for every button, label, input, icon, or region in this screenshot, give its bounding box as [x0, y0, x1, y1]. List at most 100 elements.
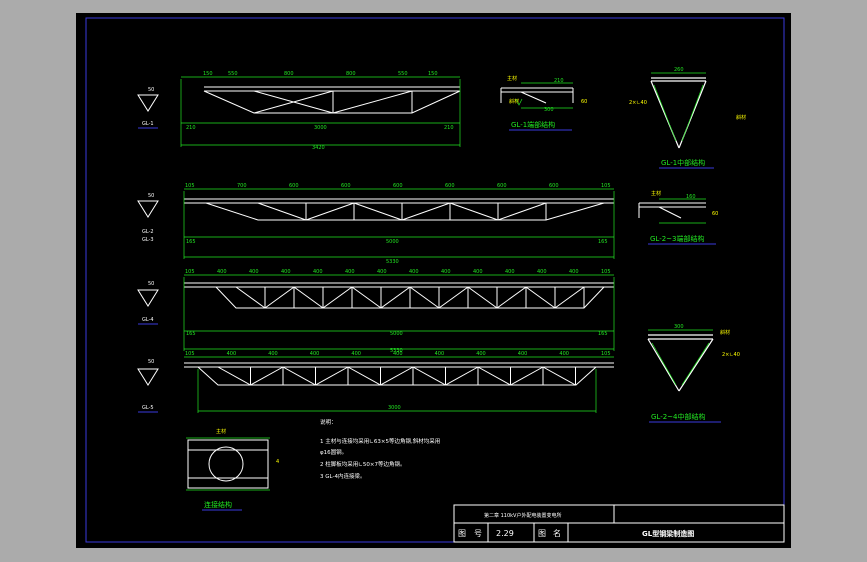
svg-text:300: 300 [674, 324, 684, 330]
gl2-dim-overall: 5330 [386, 259, 399, 265]
truss-gl5: 3000 [184, 356, 614, 413]
gl1-dim-top-4: 550 [398, 71, 408, 77]
truss-gl1-web [253, 90, 413, 114]
detail-gl1-end: 主材 210 300 斜材 60 GL-1端部结构 [500, 75, 587, 131]
top-dimension-label: 400 [473, 269, 483, 275]
top-dimension-label: 105 [601, 269, 611, 275]
svg-text:图: 图 [538, 529, 546, 538]
svg-text:名: 名 [553, 528, 561, 538]
top-dimension-label: 105 [185, 269, 195, 275]
top-dimension-label: 400 [217, 269, 227, 275]
gl1-dim-top-0: 150 [203, 71, 213, 77]
svg-text:2×∟40: 2×∟40 [722, 352, 740, 358]
detail-gl23-end: 主材 160 60 GL-2~3端部结构 [638, 190, 718, 245]
truss-web-member [250, 366, 284, 386]
top-dimension-label: 400 [441, 269, 451, 275]
top-dimension-label: 600 [289, 183, 299, 189]
truss-web-member [347, 366, 381, 386]
top-dimension-label: 400 [505, 269, 515, 275]
top-dimension-label: 400 [310, 351, 320, 357]
truss-web-member [235, 286, 266, 309]
section-mark-gl1: 50 GL-1 [137, 87, 159, 129]
truss-web-member [438, 286, 469, 309]
top-dimension-label: 600 [341, 183, 351, 189]
truss-web-member [305, 202, 355, 221]
top-dimension-label: 400 [268, 351, 278, 357]
truss-web-member [467, 286, 498, 309]
detail-gl24-mid-title: GL-2~4中部结构 [651, 412, 706, 421]
note-line-3: 2 柱脚板均采用∟50×7等边角钢。 [320, 460, 405, 468]
truss-web-member [497, 202, 547, 221]
gl2-dim-bot-mid: 5000 [386, 239, 399, 245]
top-dimension-label: 400 [281, 269, 291, 275]
svg-text:斜材: 斜材 [720, 329, 730, 336]
truss-gl2: 165 5000 165 5330 [183, 188, 615, 265]
fig-number: 2.29 [496, 529, 514, 538]
note-line-4: 3 GL-4内连接梁。 [320, 472, 365, 480]
title-block: 第二章 110kV户外配电装置变电所 图 号 2.29 图 名 GL型钢梁制造图 [453, 504, 785, 543]
gl4-dim-bot-left: 165 [186, 331, 196, 337]
top-dimension-label: 105 [601, 183, 611, 189]
truss-gl5-web [217, 366, 576, 386]
svg-text:60: 60 [581, 99, 587, 105]
top-dimension-label: 600 [497, 183, 507, 189]
truss-web-member [217, 366, 251, 386]
top-dimension-label: 105 [601, 351, 611, 357]
top-dimension-label: 400 [569, 269, 579, 275]
drawing-canvas: 150 550 800 800 550 150 210 3000 210 342… [85, 17, 785, 543]
top-dimension-label: 400 [559, 351, 569, 357]
truss-web-member [293, 286, 324, 309]
top-dimension-label: 400 [351, 351, 361, 357]
gl1-dim-top-2: 800 [284, 71, 294, 77]
svg-text:斜材: 斜材 [509, 98, 519, 105]
top-dimension-label: 400 [393, 351, 403, 357]
top-dimension-label: 105 [185, 351, 195, 357]
top-dimension-label: 600 [445, 183, 455, 189]
detail-gl1-mid-title: GL-1中部结构 [661, 158, 705, 167]
gl4-dim-bot-mid: 5000 [390, 331, 403, 337]
svg-text:GL-4: GL-4 [142, 317, 154, 323]
svg-text:GL-5: GL-5 [142, 405, 154, 411]
truss-web-member [380, 366, 414, 386]
section-mark-gl4: 50 GL-4 [137, 281, 159, 325]
top-dimension-label: 105 [185, 183, 195, 189]
svg-text:主材: 主材 [216, 428, 226, 435]
top-dimension-label: 400 [227, 351, 237, 357]
svg-text:GL-3: GL-3 [142, 237, 154, 243]
detail-joint-title: 连接结构 [204, 500, 232, 509]
gl5-dim-bot-mid: 3000 [388, 405, 401, 411]
gl1-dim-overall: 3420 [312, 145, 325, 151]
note-line-1: 1 主材与连接均采用∟63×5等边角钢,斜材均采用 [320, 437, 440, 445]
gl1-section-tag: GL-1 [142, 121, 154, 127]
title-block-chapter: 第二章 110kV户外配电装置变电所 [484, 512, 561, 519]
truss-web-member [542, 366, 576, 386]
top-dimension-label: 400 [377, 269, 387, 275]
svg-text:300: 300 [544, 107, 554, 113]
truss-web-member [409, 286, 440, 309]
top-dimension-label: 400 [409, 269, 419, 275]
svg-text:号: 号 [474, 529, 482, 538]
svg-text:50: 50 [148, 281, 154, 287]
svg-text:210: 210 [554, 78, 564, 84]
svg-text:50: 50 [148, 193, 154, 199]
svg-text:50: 50 [148, 87, 154, 93]
svg-text:GL-2: GL-2 [142, 229, 154, 235]
truss-web-member [525, 286, 556, 309]
truss-web-member [401, 202, 451, 221]
truss-web-member [351, 286, 382, 309]
truss-web-member [315, 366, 349, 386]
svg-text:50: 50 [148, 359, 154, 365]
truss-web-member [477, 366, 511, 386]
detail-gl1-mid: 260 2×∟40 斜材 GL-1中部结构 [629, 67, 746, 169]
top-dimension-label: 400 [476, 351, 486, 357]
section-mark-gl5: 50 GL-5 [137, 359, 159, 413]
detail-gl23-end-title: GL-2~3端部结构 [650, 234, 705, 243]
top-dimension-label: 600 [549, 183, 559, 189]
gl4-dim-overall: 5330 [390, 348, 403, 354]
truss-web-member [253, 90, 334, 114]
truss-web-member [554, 286, 585, 309]
cad-drawing-sheet: 150 550 800 800 550 150 210 3000 210 342… [76, 13, 791, 548]
svg-text:2×∟40: 2×∟40 [629, 100, 647, 106]
